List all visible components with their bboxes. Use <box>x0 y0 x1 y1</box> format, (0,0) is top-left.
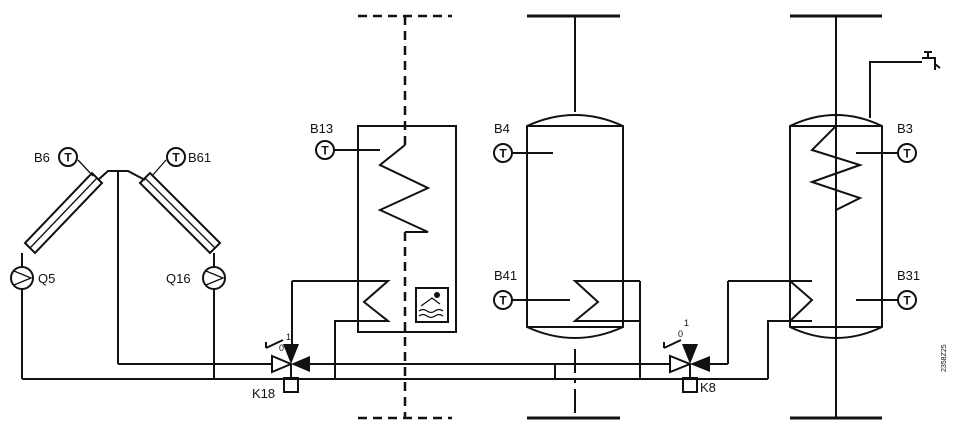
drawing-number: 2358Z25 <box>941 344 948 372</box>
sensor-symbol: T <box>903 294 911 308</box>
buffer-tank <box>512 14 641 420</box>
label-b13: B13 <box>310 121 333 136</box>
label-q16: Q16 <box>166 271 191 286</box>
label-q5: Q5 <box>38 271 55 286</box>
pump-q5 <box>10 266 34 290</box>
return-pipe <box>22 320 360 380</box>
collector-header-pipe <box>97 170 146 181</box>
pool-heat-exchanger <box>291 14 457 420</box>
switch-on-k18: 1 <box>286 332 291 342</box>
label-b4: B4 <box>494 121 510 136</box>
sensor-symbol: T <box>499 294 507 308</box>
sensor-symbol: T <box>499 147 507 161</box>
switch-off-k8: 0 <box>678 329 683 339</box>
label-k8: K8 <box>700 380 716 395</box>
sensor-b6: T <box>58 147 78 167</box>
switch-on-k8: 1 <box>684 318 689 328</box>
solar-collector-right <box>138 171 222 255</box>
valve-k18 <box>265 339 310 393</box>
pool-icon <box>415 287 449 323</box>
sensor-b41: T <box>493 290 513 310</box>
dhw-tank <box>727 14 941 420</box>
sensor-b61: T <box>166 147 186 167</box>
pump-q16 <box>202 266 226 290</box>
solar-collector-left <box>23 171 104 255</box>
sensor-symbol: T <box>64 151 72 165</box>
label-b3: B3 <box>897 121 913 136</box>
sensor-symbol: T <box>172 151 180 165</box>
sensor-symbol: T <box>321 144 329 158</box>
sensor-b31: T <box>897 290 917 310</box>
sensor-b13: T <box>315 140 380 160</box>
label-b61: B61 <box>188 150 211 165</box>
label-k18: K18 <box>252 386 275 401</box>
sensor-b4: T <box>493 143 513 163</box>
label-b6: B6 <box>34 150 50 165</box>
sensor-symbol: T <box>903 147 911 161</box>
valve-k8 <box>663 339 729 393</box>
label-b41: B41 <box>494 268 517 283</box>
switch-off-k18: 0 <box>279 343 284 353</box>
label-b31: B31 <box>897 268 920 283</box>
sensor-b3: T <box>897 143 917 163</box>
tap-icon <box>922 51 941 70</box>
